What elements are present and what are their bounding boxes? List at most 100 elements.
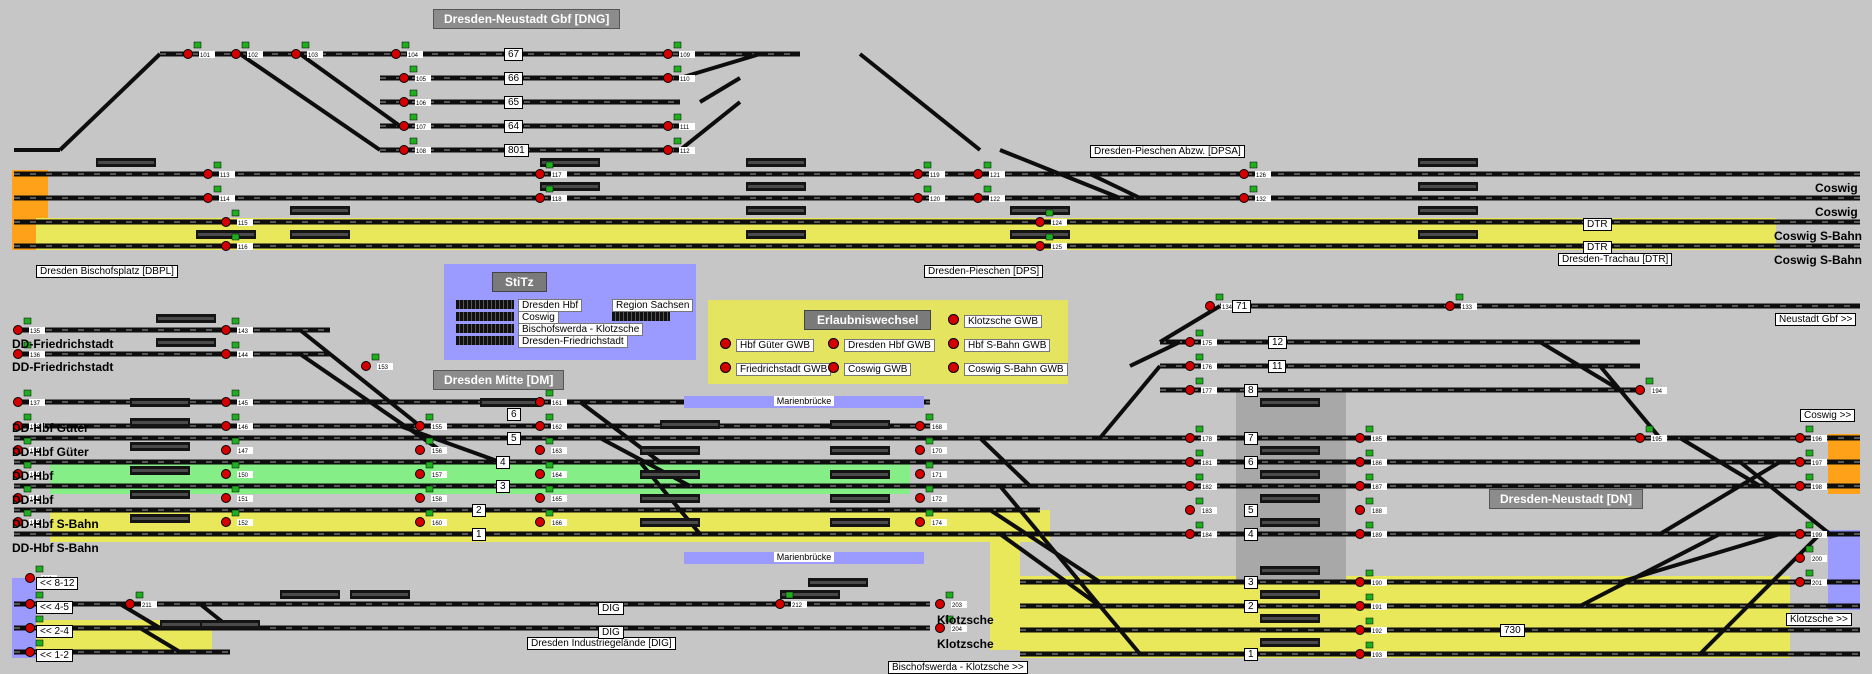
signal-51[interactable] [535, 397, 545, 407]
erlaubnis-signal-5[interactable] [720, 362, 731, 373]
signal-8[interactable] [399, 145, 409, 155]
erlaubnis-row-3[interactable]: Dresden Hbf GWB [828, 338, 935, 352]
signal-78[interactable] [1355, 649, 1365, 659]
signal-25[interactable] [1239, 169, 1249, 179]
signal-16[interactable] [221, 241, 231, 251]
signal-54[interactable] [535, 469, 545, 479]
arrow-bischofswerda-klotzsche[interactable]: Bischofswerda - Klotzsche >> [888, 661, 1028, 674]
signal-12[interactable] [663, 145, 673, 155]
dest-right-6[interactable]: Klotzsche [937, 637, 994, 651]
signal-23[interactable] [1035, 217, 1045, 227]
signal-36[interactable] [13, 517, 23, 527]
signal-74[interactable] [1355, 529, 1365, 539]
signal-62[interactable] [1185, 337, 1195, 347]
erlaubnis-row-6[interactable]: Coswig GWB [828, 362, 912, 376]
signal-91[interactable] [25, 647, 35, 657]
signal-70[interactable] [1355, 433, 1365, 443]
signal-56[interactable] [535, 517, 545, 527]
signal-94[interactable] [775, 599, 785, 609]
signal-19[interactable] [913, 169, 923, 179]
dest-left-7[interactable]: DD-Hbf S-Bahn [12, 517, 99, 531]
dest-right-2[interactable]: Coswig [1815, 205, 1858, 219]
signal-64[interactable] [1185, 385, 1195, 395]
erlaubnis-signal-4[interactable] [948, 338, 959, 349]
stitz-region-btn[interactable] [612, 312, 670, 321]
signal-33[interactable] [13, 445, 23, 455]
erlaubnis-row-2[interactable]: Hbf Güter GWB [720, 338, 815, 352]
signal-29[interactable] [13, 325, 23, 335]
signal-26[interactable] [1239, 193, 1249, 203]
signal-86[interactable] [1795, 577, 1805, 587]
signal-58[interactable] [915, 445, 925, 455]
signal-69[interactable] [1185, 529, 1195, 539]
signal-45[interactable] [361, 361, 371, 371]
signal-10[interactable] [663, 73, 673, 83]
signal-59[interactable] [915, 469, 925, 479]
signal-67[interactable] [1185, 481, 1195, 491]
erlaubnis-signal-6[interactable] [828, 362, 839, 373]
signal-17[interactable] [535, 169, 545, 179]
signal-43[interactable] [221, 493, 231, 503]
signal-88[interactable] [935, 623, 945, 633]
dest-left-3[interactable]: DD-Hbf Güter [12, 421, 89, 435]
signal-38[interactable] [221, 349, 231, 359]
signal-82[interactable] [1795, 457, 1805, 467]
signal-9[interactable] [663, 49, 673, 59]
stitz-region-button[interactable] [612, 312, 674, 323]
stitz-row-4[interactable]: Dresden-Friedrichstadt [456, 335, 628, 348]
signal-22[interactable] [973, 193, 983, 203]
stitz-button-1[interactable] [456, 300, 514, 309]
signal-34[interactable] [13, 469, 23, 479]
signal-53[interactable] [535, 445, 545, 455]
signal-87[interactable] [935, 599, 945, 609]
dest-left-6[interactable]: DD-Hbf [12, 493, 54, 507]
arrow-coswig[interactable]: Coswig >> [1800, 409, 1856, 422]
erlaubnis-signal-2[interactable] [720, 338, 731, 349]
signal-30[interactable] [13, 349, 23, 359]
dest-left-2[interactable]: DD-Friedrichstadt [12, 360, 114, 374]
signal-75[interactable] [1355, 577, 1365, 587]
erlaubnis-signal-3[interactable] [828, 338, 839, 349]
signal-63[interactable] [1185, 361, 1195, 371]
signal-37[interactable] [221, 325, 231, 335]
signal-85[interactable] [1795, 553, 1805, 563]
signal-89[interactable] [25, 599, 35, 609]
signal-92[interactable] [25, 573, 35, 583]
erlaubnis-row-4[interactable]: Hbf S-Bahn GWB [948, 338, 1051, 352]
signal-31[interactable] [13, 397, 23, 407]
signal-57[interactable] [915, 421, 925, 431]
dest-right-5[interactable]: Klotzsche [937, 613, 994, 627]
signal-83[interactable] [1795, 481, 1805, 491]
signal-50[interactable] [415, 517, 425, 527]
signal-55[interactable] [535, 493, 545, 503]
signal-71[interactable] [1355, 457, 1365, 467]
signal-65[interactable] [1185, 433, 1195, 443]
signal-68[interactable] [1185, 505, 1195, 515]
dest-left-1[interactable]: DD-Friedrichstadt [12, 337, 114, 351]
signal-27[interactable] [1445, 301, 1455, 311]
signal-4[interactable] [391, 49, 401, 59]
erlaubnis-row-5[interactable]: Friedrichstadt GWB [720, 362, 832, 376]
signal-93[interactable] [125, 599, 135, 609]
signal-47[interactable] [415, 445, 425, 455]
arrow-neustadt-gbf[interactable]: Neustadt Gbf >> [1775, 313, 1857, 326]
stitz-button-4[interactable] [456, 336, 514, 345]
stitz-row-1[interactable]: Dresden Hbf [456, 299, 583, 312]
signal-42[interactable] [221, 469, 231, 479]
signal-35[interactable] [13, 493, 23, 503]
dest-left-8[interactable]: DD-Hbf S-Bahn [12, 541, 99, 555]
signal-5[interactable] [399, 73, 409, 83]
signal-41[interactable] [221, 445, 231, 455]
dest-left-5[interactable]: DD-Hbf [12, 469, 54, 483]
signal-49[interactable] [415, 493, 425, 503]
erlaubnis-row-1[interactable]: Klotzsche GWB [948, 314, 1043, 328]
stitz-button-2[interactable] [456, 312, 514, 321]
left-block-4[interactable]: << 1-2 [36, 649, 73, 662]
signal-61[interactable] [915, 517, 925, 527]
left-block-1[interactable]: << 8-12 [36, 577, 79, 590]
signal-6[interactable] [399, 97, 409, 107]
left-block-2[interactable]: << 4-5 [36, 601, 73, 614]
signal-24[interactable] [1035, 241, 1045, 251]
stitz-button-3[interactable] [456, 324, 514, 333]
stitz-row-2[interactable]: Coswig [456, 311, 559, 324]
